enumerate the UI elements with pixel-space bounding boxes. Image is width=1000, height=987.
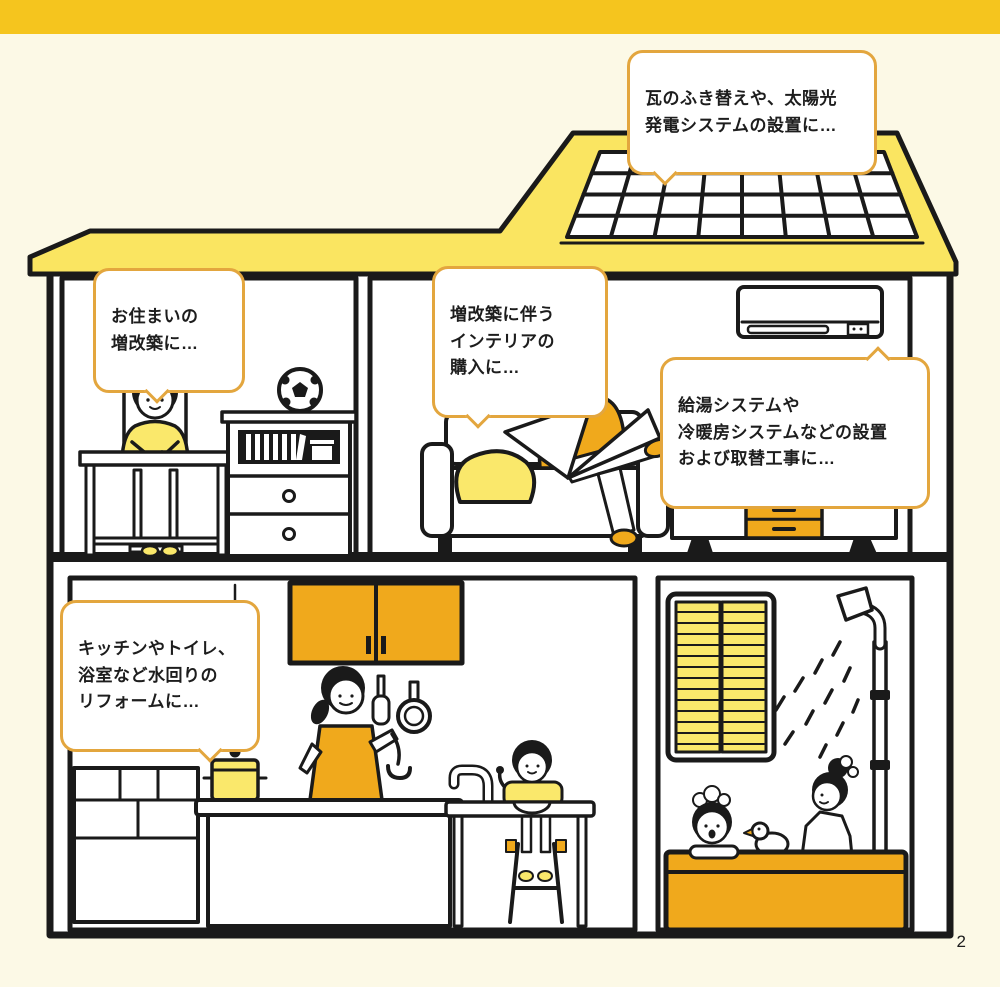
kids-table [444, 800, 596, 928]
shower-spray [774, 640, 860, 759]
faucet [448, 764, 494, 806]
frying-pan [396, 680, 432, 734]
bubble-hvac: 給湯システムや 冷暖房システムなどの設置 および取替工事に… [660, 346, 930, 509]
bubble-solar: 瓦のふき替えや、太陽光 発電システムの設置に… [627, 50, 877, 187]
bubble-hvac-text: 給湯システムや 冷暖房システムなどの設置 および取替工事に… [678, 396, 888, 469]
bubble-interior-text: 増改築に伴う インテリアの 購入に… [450, 305, 555, 378]
bubble-remodel-text: お住まいの 増改築に… [111, 307, 199, 353]
kitchen [72, 580, 596, 928]
person-in-bath [800, 755, 859, 858]
child-eating [496, 740, 567, 924]
rice-bowl [512, 800, 552, 815]
fridge [72, 766, 200, 924]
top-banner [0, 0, 1000, 34]
kitchen-island [194, 798, 464, 928]
bubble-interior: 増改築に伴う インテリアの 購入に… [432, 266, 608, 429]
bubble-water-text: キッチンやトイレ、 浴室など水回りの リフォームに… [78, 639, 236, 712]
woman-cooking [298, 666, 412, 802]
bathtub [663, 844, 909, 933]
desk [78, 450, 234, 557]
bathroom [663, 586, 909, 933]
wall-cabinet [287, 580, 465, 666]
bubble-remodel: お住まいの 増改築に… [93, 268, 245, 405]
child-in-bath [692, 785, 732, 845]
window-shutters [665, 591, 777, 763]
soccer-ball [277, 367, 323, 413]
spatula [371, 674, 391, 726]
air-conditioner [736, 285, 884, 339]
man-reading [503, 337, 673, 548]
bookshelf [220, 410, 358, 558]
bubble-solar-text: 瓦のふき替えや、太陽光 発電システムの設置に… [645, 89, 837, 135]
floor-slab [50, 552, 950, 562]
cushion [454, 449, 537, 504]
shower [836, 586, 890, 856]
bubble-water: キッチンやトイレ、 浴室など水回りの リフォームに… [60, 600, 260, 763]
page-number: 2 [956, 932, 966, 951]
